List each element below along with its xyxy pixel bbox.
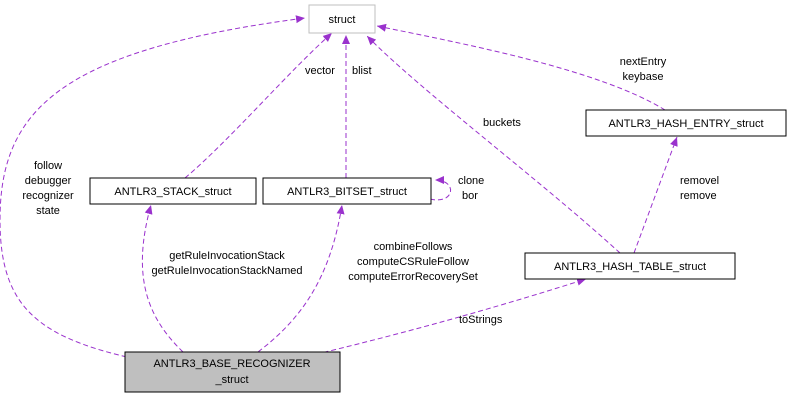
edge-removel-label-1: removel [680, 175, 719, 187]
node-hash-entry-label: ANTLR3_HASH_ENTRY_struct [608, 118, 763, 130]
node-stack[interactable]: ANTLR3_STACK_struct [89, 177, 257, 205]
edge-clone-label-2: bor [462, 190, 478, 202]
edge-base-to-stack [141, 204, 184, 353]
node-hash-table-label: ANTLR3_HASH_TABLE_struct [554, 261, 706, 273]
edge-blist-label: blist [352, 65, 372, 77]
node-struct-box [308, 4, 376, 34]
edge-hash-table-to-base-label: toStrings [459, 314, 503, 326]
edge-removel-to-hash-entry [633, 136, 678, 254]
edge-follow-label-3: recognizer [22, 190, 74, 202]
edge-bitset-to-base-label-1: combineFollows [374, 241, 453, 253]
edge-removel-label-2: remove [680, 190, 717, 202]
edge-buckets-to-struct [366, 35, 621, 254]
node-hash-table[interactable]: ANTLR3_HASH_TABLE_struct [524, 252, 736, 280]
edge-follow-label-4: state [36, 205, 60, 217]
edge-clone-self-loop [429, 176, 452, 201]
node-base-recognizer-label-line1: ANTLR3_BASE_RECOGNIZER [153, 358, 310, 370]
edge-vector-label: vector [305, 65, 335, 77]
node-base-recognizer-box [124, 351, 341, 393]
node-bitset[interactable]: ANTLR3_BITSET_struct [262, 177, 432, 205]
edge-bitset-to-base-label-3: computeErrorRecoverySet [348, 271, 478, 283]
edge-stack-to-base-label-1: getRuleInvocationStack [169, 250, 285, 262]
edge-base-to-hash-table [299, 277, 587, 359]
edge-bitset-to-base-label-2: computeCSRuleFollow [357, 256, 469, 268]
edge-next-entry-label-2: keybase [623, 71, 664, 83]
node-struct-label: struct [329, 14, 356, 26]
edge-base-to-bitset [257, 204, 345, 353]
node-base-recognizer[interactable]: ANTLR3_BASE_RECOGNIZER _struct [124, 351, 341, 393]
node-hash-entry-box [585, 109, 787, 137]
edge-vector-to-struct [184, 32, 333, 179]
node-hash-table-box [524, 252, 736, 280]
edge-next-entry-label-1: nextEntry [620, 56, 667, 68]
node-stack-label: ANTLR3_STACK_struct [114, 186, 231, 198]
edge-next-entry-to-struct [376, 23, 666, 111]
node-struct[interactable]: struct [308, 4, 376, 34]
node-stack-box [89, 177, 257, 205]
edge-follow-label-1: follow [34, 160, 62, 172]
node-bitset-label: ANTLR3_BITSET_struct [287, 186, 407, 198]
edge-buckets-label: buckets [483, 117, 521, 129]
edge-clone-label-1: clone [458, 175, 484, 187]
edge-follow-to-struct [0, 15, 306, 363]
edge-follow-label-2: debugger [25, 175, 72, 187]
node-hash-entry[interactable]: ANTLR3_HASH_ENTRY_struct [585, 109, 787, 137]
edge-stack-to-base-label-2: getRuleInvocationStackNamed [151, 265, 302, 277]
node-base-recognizer-label-line2: _struct [214, 374, 248, 386]
node-bitset-box [262, 177, 432, 205]
